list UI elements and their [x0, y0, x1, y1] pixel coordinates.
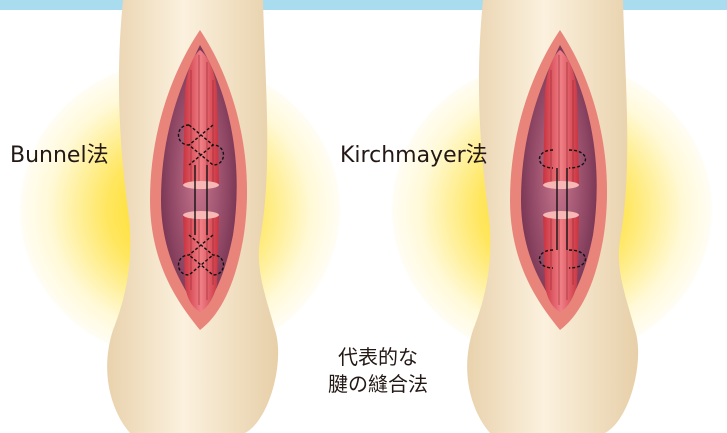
tendon-stump-lower	[183, 211, 219, 219]
bunnel-suture-illustration	[95, 0, 295, 433]
kirchmayer-suture-illustration	[455, 0, 655, 433]
tendon-stump-lower	[543, 211, 579, 219]
caption-line-1: 代表的な	[318, 344, 438, 371]
caption-line-2: 腱の縫合法	[318, 371, 438, 398]
tendon-stump-upper	[543, 181, 579, 189]
tendon-stump-upper	[183, 181, 219, 189]
kirchmayer-method-label: Kirchmayer法	[340, 143, 488, 169]
bunnel-method-label: Bunnel法	[10, 143, 109, 169]
figure-caption: 代表的な 腱の縫合法	[318, 344, 438, 398]
